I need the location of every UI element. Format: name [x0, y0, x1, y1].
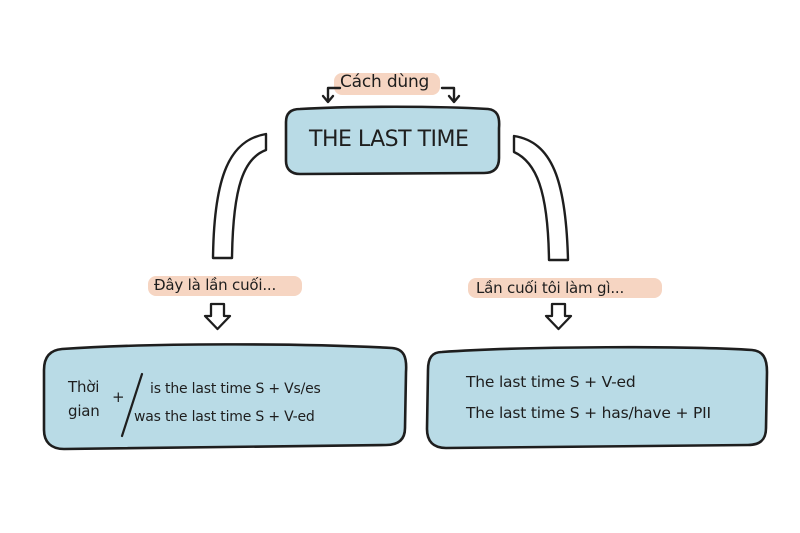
- main-title: THE LAST TIME: [309, 127, 469, 152]
- left-content-box: [42, 343, 408, 451]
- left-formula-line-2: was the last time S + V-ed: [134, 409, 315, 425]
- usage-label: Cách dùng: [340, 72, 430, 92]
- left-formula-line-1: is the last time S + Vs/es: [150, 381, 321, 397]
- usage-right-arrow: [440, 86, 456, 103]
- left-branch-label: Đây là lần cuối...: [154, 276, 277, 294]
- right-formula-line-1: The last time S + V-ed: [466, 373, 636, 391]
- right-down-arrow-icon: [544, 302, 573, 331]
- plus-sign: +: [112, 388, 125, 406]
- left-box-slash: [120, 372, 144, 438]
- left-curved-connector: [211, 132, 268, 260]
- left-down-arrow-icon: [203, 302, 232, 331]
- time-word-1: Thời: [68, 378, 100, 396]
- right-label-highlight: [468, 278, 662, 298]
- right-branch-label: Lần cuối tôi làm gì...: [476, 279, 625, 297]
- right-curved-connector: [512, 134, 570, 262]
- usage-left-arrow-head: [321, 94, 335, 104]
- usage-right-arrow-head: [447, 94, 461, 104]
- right-content-box: [425, 345, 769, 450]
- usage-left-arrow: [326, 86, 342, 103]
- time-word-2: gian: [68, 402, 100, 420]
- left-label-highlight: [148, 276, 302, 296]
- right-formula-line-2: The last time S + has/have + PII: [466, 404, 711, 422]
- usage-label-highlight: [334, 73, 440, 95]
- title-box: [284, 105, 501, 176]
